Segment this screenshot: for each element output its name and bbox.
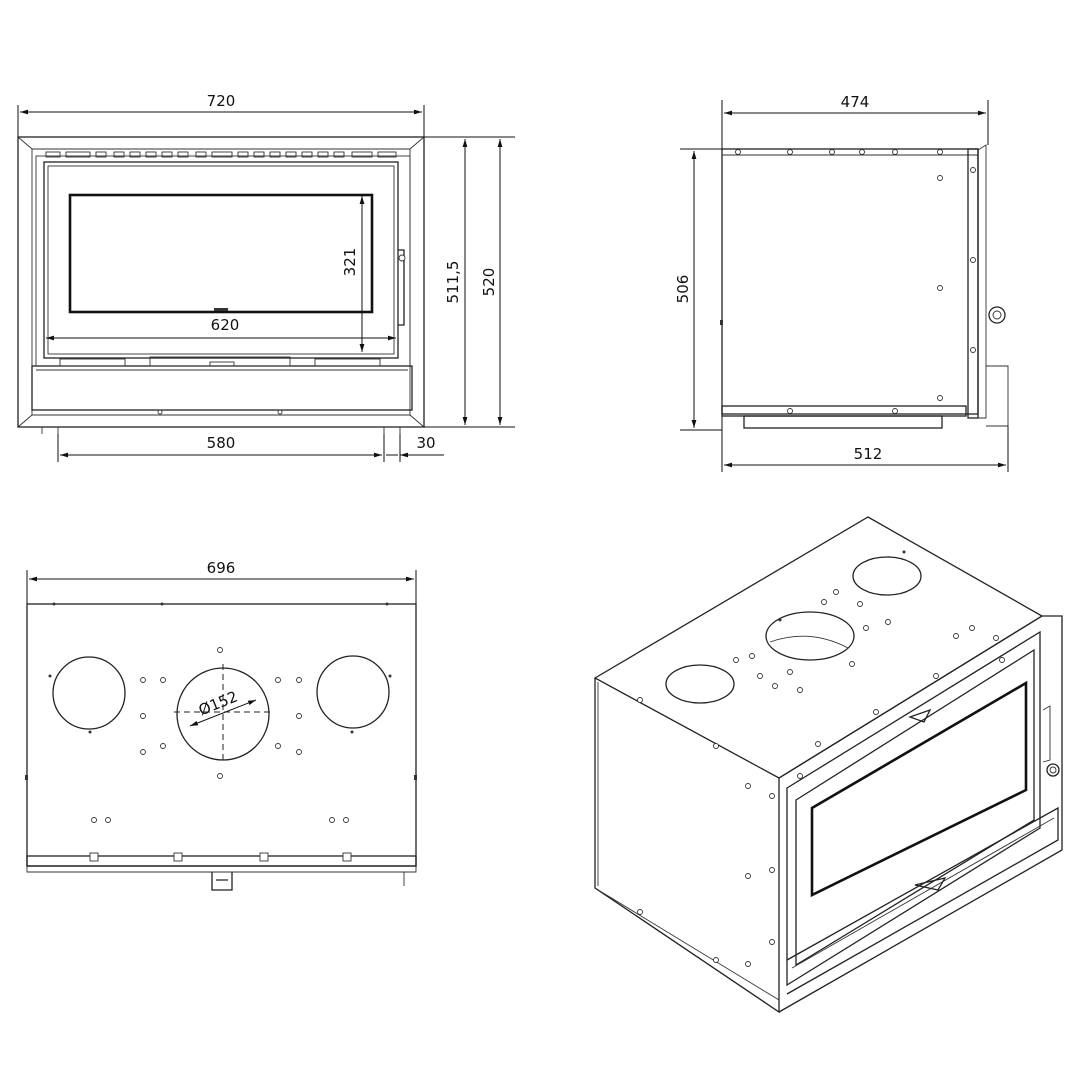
iso-side-face [594, 678, 780, 1014]
dim-glass-height: 321 [341, 248, 359, 277]
dim-total-depth: 512 [854, 445, 883, 463]
iso-flue-outlet [765, 611, 855, 661]
side-view: 474 506 512 [674, 93, 1009, 472]
top-view: Ø152 [25, 559, 417, 891]
dim-door-height: 511,5 [444, 261, 462, 304]
side-handle [988, 306, 1006, 324]
iso-glass [810, 680, 1028, 898]
dim-base-offset: 30 [416, 434, 435, 452]
top-body [26, 603, 417, 867]
iso-top-face [593, 516, 1044, 779]
dim-top-width: 696 [207, 559, 236, 577]
front-view: 720 620 321 511,5 520 580 30 [17, 92, 515, 462]
ash-drawer [31, 365, 413, 411]
dim-base-width: 580 [207, 434, 236, 452]
front-outer-frame [17, 136, 425, 428]
door-frame [43, 161, 399, 359]
dim-overall-width: 720 [207, 92, 236, 110]
dim-glass-width: 620 [211, 316, 240, 334]
iso-front-frame [778, 615, 1063, 1013]
left-outlet-circle [52, 656, 126, 730]
glass-panel [68, 193, 374, 314]
door-handle [398, 249, 405, 326]
side-body [721, 148, 979, 415]
right-outlet-circle [316, 655, 390, 729]
iso-right-outlet [852, 556, 922, 596]
dim-top-depth: 474 [841, 93, 870, 111]
iso-left-outlet [665, 664, 735, 704]
top-handle [211, 872, 233, 891]
top-vent-slots [45, 151, 397, 158]
dim-side-height: 506 [674, 275, 692, 304]
isometric-view [593, 516, 1063, 1014]
dim-overall-height: 520 [480, 268, 498, 297]
